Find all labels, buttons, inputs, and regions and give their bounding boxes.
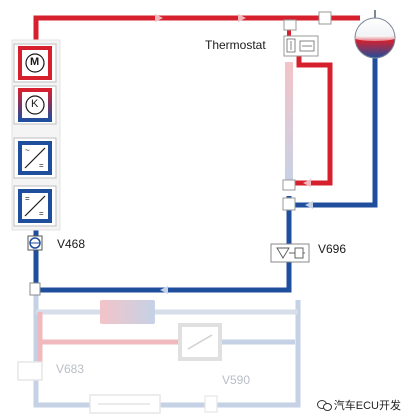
watermark: 汽车ECU开发 <box>316 397 401 413</box>
compressor-symbol-icon <box>25 95 45 115</box>
svg-text:=: = <box>39 209 44 218</box>
cold-pipe-tank-return <box>289 55 378 208</box>
svg-text:~: ~ <box>25 146 30 155</box>
flow-arrow-return <box>303 179 311 187</box>
motor-symbol-icon <box>25 53 45 73</box>
faded-valve-v683 <box>17 361 43 381</box>
compressor-letter: K <box>31 98 39 110</box>
motor-letter: M <box>30 56 40 68</box>
label-v468: V468 <box>57 237 86 251</box>
faded-heater <box>100 300 155 324</box>
flow-arrow-tank-return <box>305 201 313 209</box>
faded-bypass-pipe <box>285 62 293 187</box>
label-thermostat: Thermostat <box>205 38 266 52</box>
junction-thermostat-return <box>282 179 296 191</box>
faded-pipe-outer <box>33 290 301 408</box>
top-sensor <box>318 11 332 25</box>
flow-arrow-top-right <box>238 14 246 22</box>
top-junction <box>283 19 297 31</box>
label-v590: V590 <box>222 373 251 387</box>
svg-text:=: = <box>39 161 44 170</box>
expansion-tank-icon <box>354 10 396 59</box>
label-v696: V696 <box>318 242 347 256</box>
faded-sensor <box>204 395 218 413</box>
watermark-text: 汽车ECU开发 <box>333 400 401 412</box>
motor-frame <box>18 46 52 80</box>
pump-v468-icon <box>27 235 43 251</box>
label-v683: V683 <box>56 362 85 376</box>
faded-lower-loop <box>17 278 301 414</box>
hot-pipe-thermostat-loop <box>293 40 333 186</box>
flow-arrow-bottom <box>160 286 168 294</box>
flow-arrow-top-left <box>155 14 163 22</box>
thermostat-icon <box>283 35 319 57</box>
svg-text:=: = <box>25 194 30 203</box>
valve-v696-icon <box>270 243 310 263</box>
compressor-frame <box>18 88 52 122</box>
junction-tank-return <box>282 197 296 211</box>
wechat-icon <box>316 399 332 411</box>
junction-bottom-left <box>29 282 41 296</box>
cold-pipe-main <box>33 110 292 293</box>
